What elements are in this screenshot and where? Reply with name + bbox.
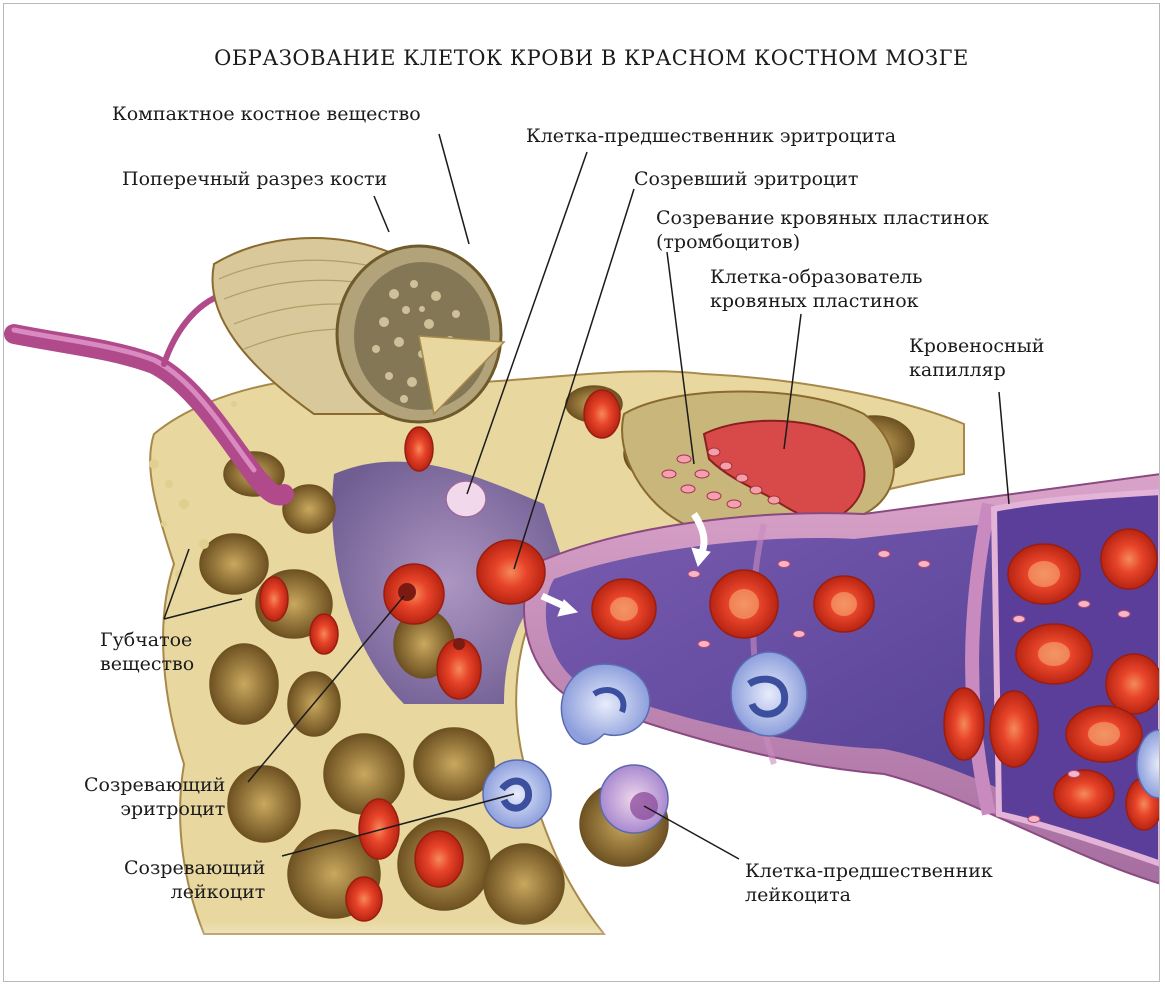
leukocytes-in-marrow (483, 760, 668, 833)
label-maturing-leukocyte: Созревающий лейкоцит (124, 856, 265, 904)
label-blood-capillary: Кровеносный капилляр (909, 334, 1044, 382)
label-leukocyte-precursor: Клетка-предшественник лейкоцита (745, 859, 993, 907)
migrating-leukocyte (561, 664, 649, 744)
diagram-title: ОБРАЗОВАНИЕ КЛЕТОК КРОВИ В КРАСНОМ КОСТН… (4, 46, 1160, 70)
label-bone-cross-section: Поперечный разрез кости (122, 167, 387, 191)
label-platelet-maturation: Созревание кровяных пластинок (тромбоцит… (656, 206, 989, 254)
label-erythrocyte-precursor: Клетка-предшественник эритроцита (526, 124, 896, 148)
label-spongy-bone: Губчатое вещество (100, 628, 194, 676)
bottom-fade (4, 921, 1160, 981)
illustration (4, 4, 1160, 982)
label-mature-erythrocyte: Созревший эритроцит (634, 167, 858, 191)
label-platelet-forming-cell: Клетка-образователь кровяных пластинок (710, 265, 923, 313)
arrow-leukocyte (552, 756, 557, 779)
label-maturing-erythrocyte: Созревающий эритроцит (84, 773, 225, 821)
diagram-frame: ОБРАЗОВАНИЕ КЛЕТОК КРОВИ В КРАСНОМ КОСТН… (3, 3, 1160, 982)
label-compact-bone: Компактное костное вещество (112, 102, 421, 126)
erythrocyte-precursor-cell (446, 481, 486, 517)
